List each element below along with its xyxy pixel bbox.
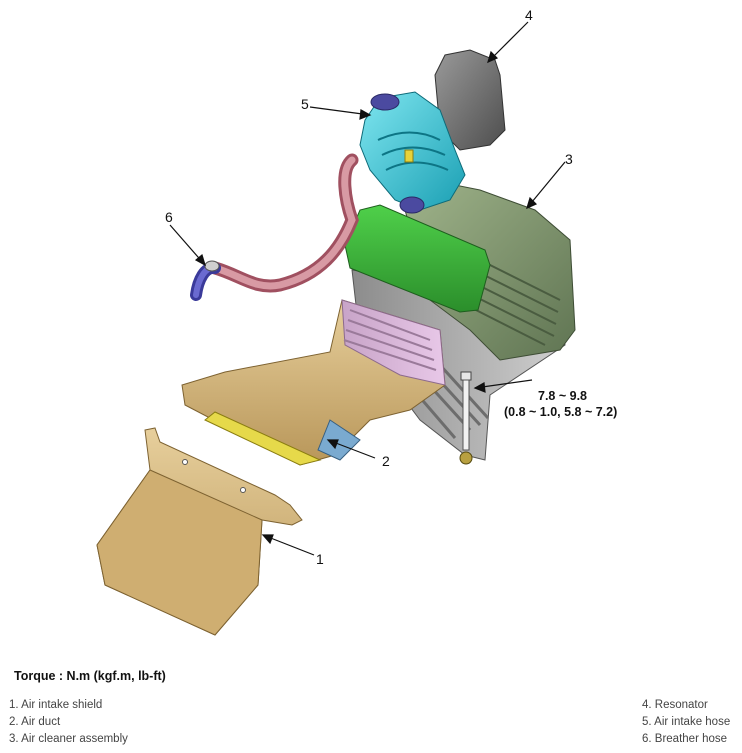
callout-4: 4 xyxy=(525,7,533,23)
air-intake-hose xyxy=(359,91,466,214)
legend-item: 3. Air cleaner assembly xyxy=(9,733,128,745)
legend-left: 1. Air intake shield 2. Air duct 3. Air … xyxy=(9,697,128,748)
filter-cover xyxy=(344,204,491,313)
leader-lines xyxy=(169,21,566,556)
callout-3: 3 xyxy=(565,151,573,167)
air-duct xyxy=(181,299,446,466)
callout-5: 5 xyxy=(301,96,309,112)
bolt-icon xyxy=(459,371,473,465)
air-intake-shield xyxy=(96,427,303,636)
callout-2: 2 xyxy=(382,453,390,469)
callout-6: 6 xyxy=(165,209,173,225)
legend-right: 4. Resonator 5. Air intake hose 6. Breat… xyxy=(642,697,730,748)
legend-item: 4. Resonator xyxy=(642,699,708,711)
legend-item: 1. Air intake shield xyxy=(9,699,103,711)
torque-spec-nm: 7.8 ~ 9.8 xyxy=(538,389,587,403)
breather-hose xyxy=(190,153,359,301)
legend-item: 2. Air duct xyxy=(9,716,61,728)
torque-spec-other: (0.8 ~ 1.0, 5.8 ~ 7.2) xyxy=(504,405,617,419)
air-cleaner-upper-housing xyxy=(404,184,576,361)
torque-units-title: Torque : N.m (kgf.m, lb-ft) xyxy=(14,669,166,683)
legend-item: 5. Air intake hose xyxy=(642,716,731,728)
callout-1: 1 xyxy=(316,551,324,567)
exploded-parts-diagram: 4 5 3 6 2 1 7.8 ~ 9.8 (0.8 ~ 1.0, 5.8 ~ … xyxy=(96,7,617,636)
legend-item: 6. Breather hose xyxy=(642,733,728,745)
